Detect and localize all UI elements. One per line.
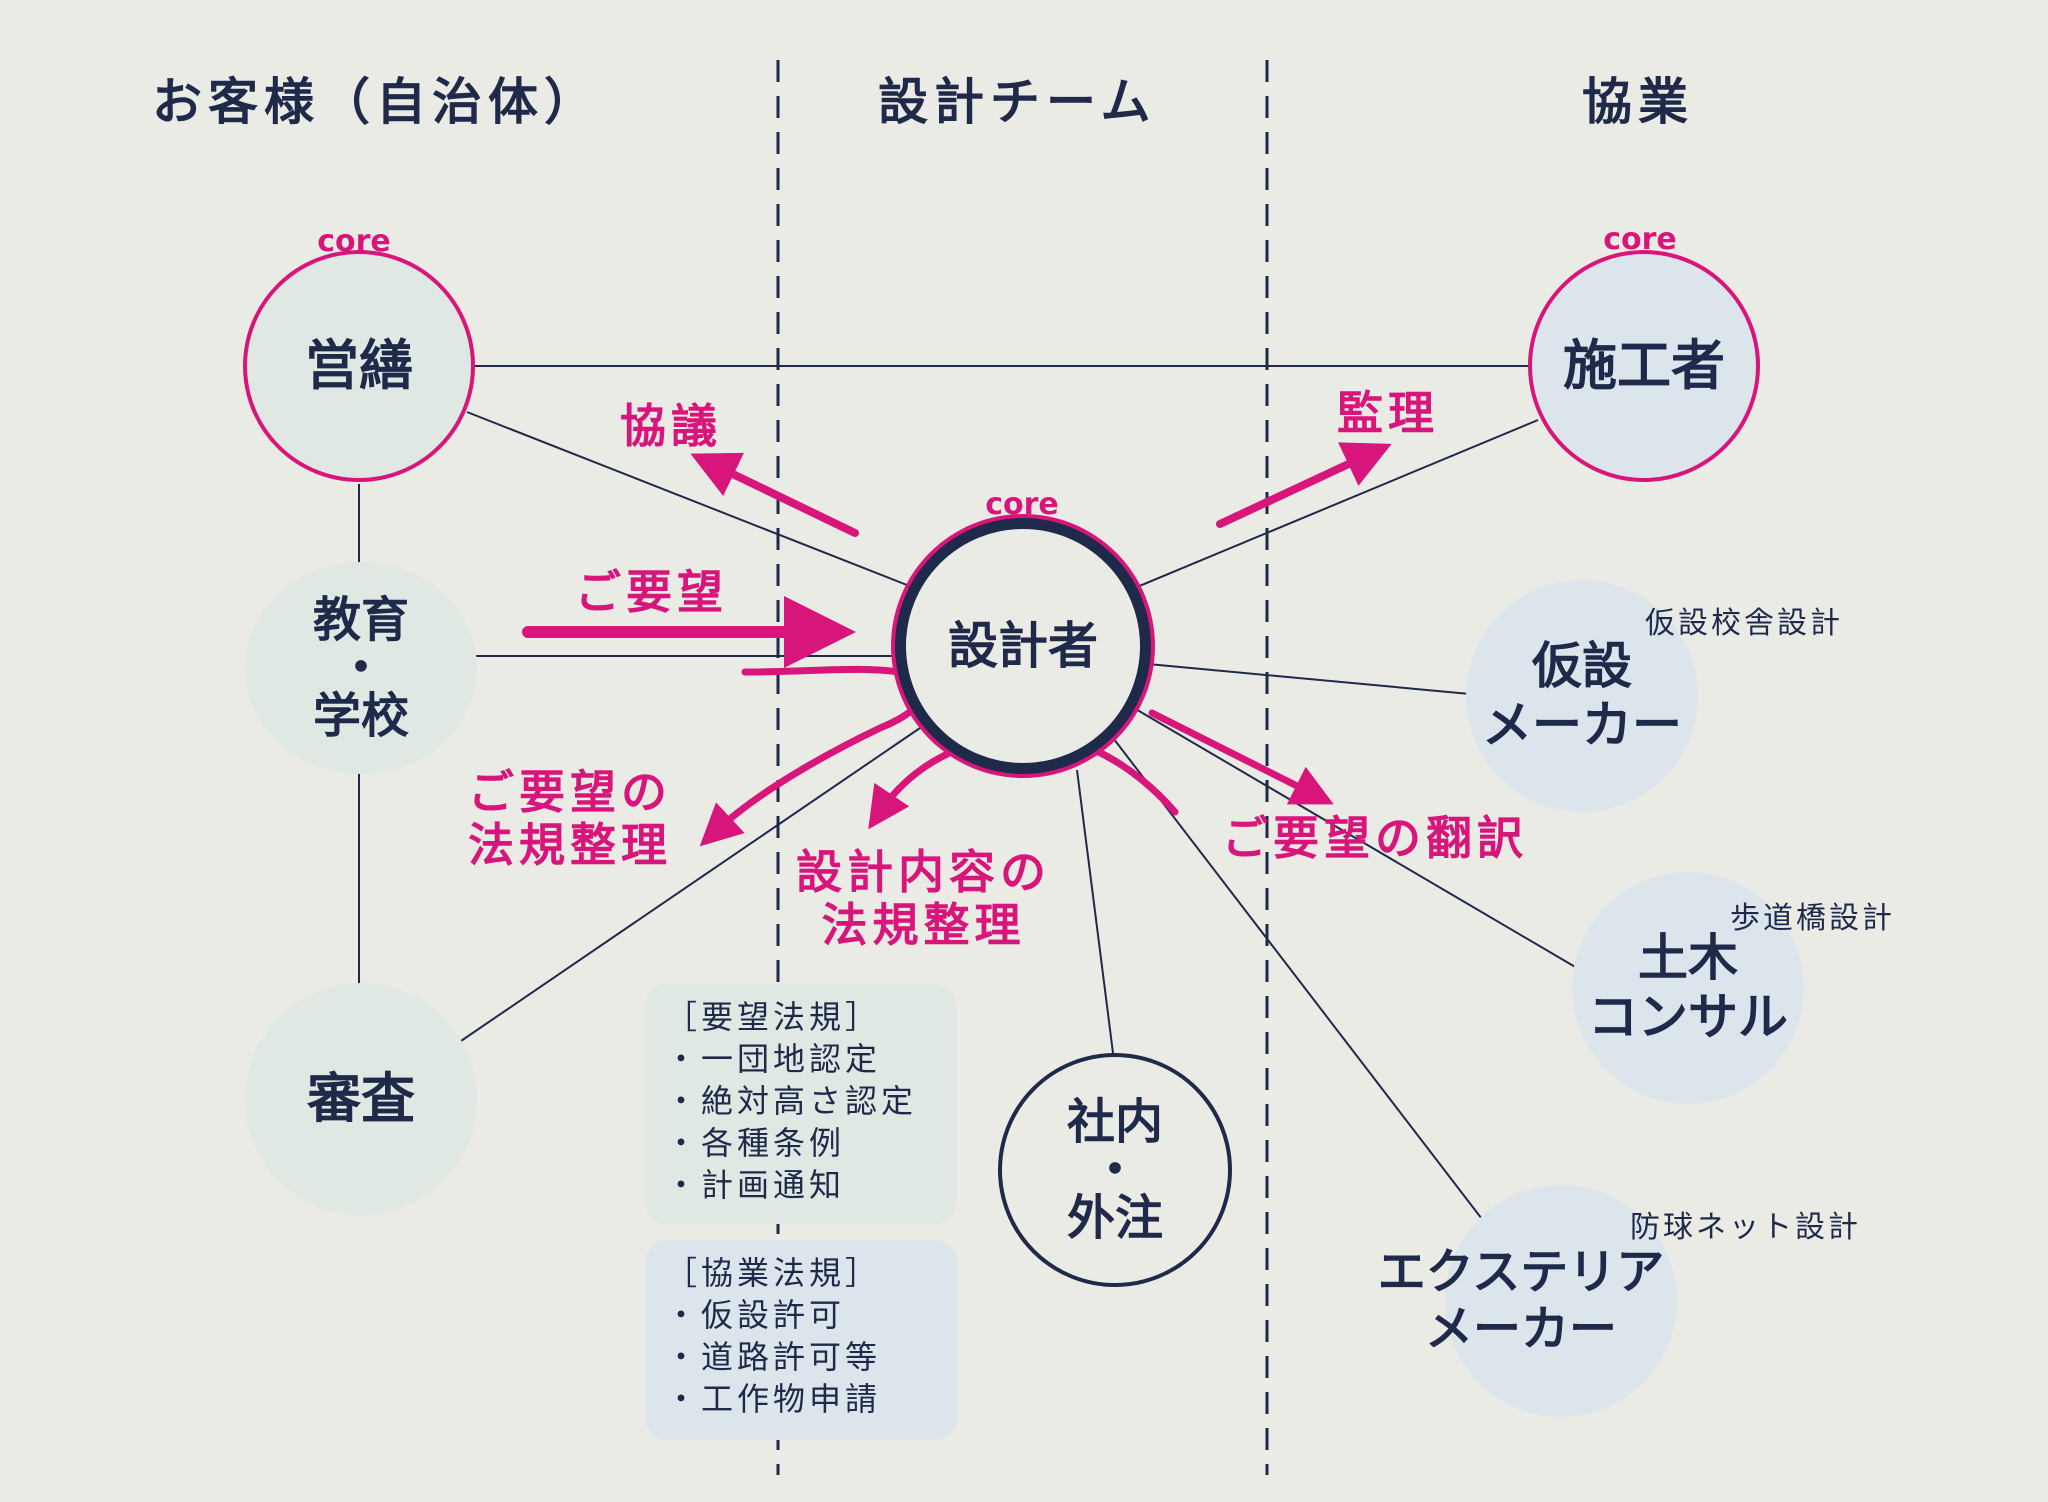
node-doboku: 土木 コンサル (1572, 872, 1804, 1104)
box-yobo-title: ［要望法規］ (665, 998, 882, 1036)
header-customer: お客様（自治体） (152, 73, 600, 131)
header-design-team: 設計チーム (878, 73, 1157, 131)
line-sekkeisha-shanai (1076, 769, 1114, 1054)
node-shinsa: 審査 (245, 983, 477, 1215)
node-exterior: エクステリア メーカー (1378, 1185, 1677, 1417)
box-kyogyo-item: ・仮設許可 (665, 1296, 846, 1334)
node-sekkeisha-label: 設計者 (948, 616, 1098, 675)
node-shanai-label: 社内 ・ 外注 (1066, 1094, 1163, 1246)
node-sekkeisha: 設計者 (895, 518, 1151, 774)
header-partners: 協業 (1582, 73, 1694, 131)
node-exterior-label: エクステリア メーカー (1377, 1244, 1665, 1357)
sub-exterior: 防球ネット設計 (1630, 1210, 1861, 1245)
line-sekkeisha-sekousha (1136, 419, 1539, 588)
box-kyogyo-item: ・工作物申請 (665, 1380, 882, 1418)
node-shanai: 社内 ・ 外注 (998, 1053, 1232, 1287)
action-honyaku: ご要望の翻訳 (1222, 811, 1528, 865)
line-sekkeisha-doboku (1133, 707, 1578, 969)
node-kyoiku-label: 教育 ・ 学校 (312, 592, 409, 744)
box-kyogyo-hoki: ［協業法規］ ・仮設許可 ・道路許可等 ・工作物申請 (645, 1240, 957, 1440)
line-sekkeisha-exterior (1109, 733, 1486, 1224)
box-yobo-item: ・一団地認定 (665, 1040, 882, 1078)
action-kanri: 監理 (1337, 386, 1439, 440)
node-eizen: 営繕 (243, 250, 475, 482)
arrow-kanri (1216, 442, 1392, 528)
arrow-honyaku (1148, 709, 1334, 805)
node-sekousha-label: 施工者 (1563, 334, 1725, 398)
node-sekousha: 施工者 (1528, 250, 1760, 482)
node-doboku-label: 土木 コンサル (1588, 929, 1788, 1046)
core-label-sekkeisha: core (985, 487, 1059, 522)
arrow-goyobo-hoki (699, 665, 930, 847)
box-kyogyo-item: ・道路許可等 (665, 1338, 882, 1376)
node-kasetsu-label: 仮設 メーカー (1482, 637, 1682, 754)
line-eizen-sekkeisha (466, 411, 913, 588)
line-sekkeisha-kasetsu (1147, 663, 1471, 695)
node-shinsa-label: 審査 (307, 1067, 415, 1131)
node-kasetsu: 仮設 メーカー (1466, 580, 1698, 812)
node-kyoiku: 教育 ・ 学校 (245, 562, 477, 774)
action-sekkei-hoki: 設計内容の 法規整理 (796, 845, 1051, 952)
node-eizen-label: 営繕 (305, 334, 413, 398)
sub-kasetsu: 仮設校舎設計 (1645, 606, 1843, 641)
arrow-kyogi (690, 452, 859, 537)
box-yobo-item: ・絶対高さ認定 (665, 1082, 918, 1120)
action-kyogi: 協議 (620, 399, 722, 453)
box-yobo-item: ・計画通知 (665, 1166, 846, 1204)
box-yobo-item: ・各種条例 (665, 1124, 846, 1162)
action-goyobo: ご要望 (575, 565, 728, 619)
box-yobo-hoki: ［要望法規］ ・一団地認定 ・絶対高さ認定 ・各種条例 ・計画通知 (645, 984, 957, 1224)
action-goyobo-hoki: ご要望の 法規整理 (468, 765, 672, 872)
box-kyogyo-title: ［協業法規］ (665, 1254, 882, 1292)
line-shinsa-sekkeisha (457, 727, 921, 1044)
sub-doboku: 歩道橋設計 (1730, 901, 1895, 936)
